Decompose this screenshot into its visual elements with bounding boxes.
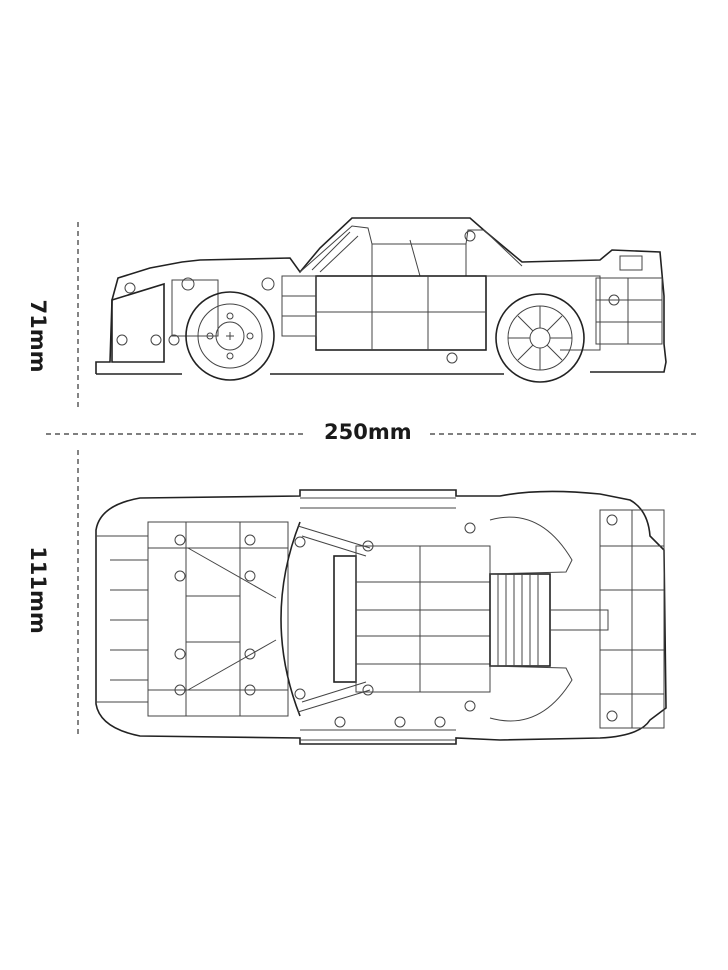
side-front-wheel (185, 291, 275, 381)
length-dimension-label: 250mm (318, 420, 418, 444)
top-rear-spine (550, 609, 609, 631)
width-dimension-label: 111mm (26, 546, 50, 634)
top-cabin (355, 545, 491, 693)
side-tail-light (619, 255, 643, 271)
side-front-block (171, 279, 219, 337)
side-pin (464, 230, 476, 242)
side-pin (181, 277, 195, 291)
side-pin (608, 294, 620, 306)
top-engine-deck (489, 573, 551, 667)
top-a-pillars (297, 525, 371, 713)
side-front-plate (281, 275, 317, 337)
top-rear-grid (600, 510, 664, 728)
top-pins (174, 514, 618, 728)
side-fin-pin (150, 334, 162, 346)
top-rear-fender-left (489, 516, 573, 575)
side-roof-line (299, 225, 523, 273)
height-dimension-label: 71mm (26, 299, 50, 373)
top-engine-vents (497, 574, 539, 666)
side-door-latch (409, 239, 421, 277)
top-cabin-rail (333, 555, 357, 683)
side-fin-pin (124, 282, 136, 294)
side-front-plate-grid (282, 295, 316, 317)
dimension-lines (46, 222, 700, 738)
top-roof-bands (300, 497, 456, 741)
top-front-grid (110, 559, 148, 681)
side-body-outline (95, 217, 667, 374)
side-door-grid (316, 276, 486, 350)
side-rear-arch (486, 275, 601, 351)
top-hood (147, 521, 289, 717)
top-hood-center (185, 595, 241, 643)
top-front-bumper (96, 535, 149, 703)
side-pin (261, 277, 275, 291)
side-front-fin (111, 282, 165, 363)
side-door-panel (315, 275, 487, 351)
side-a-pillar (311, 231, 359, 273)
side-rear-wheel (495, 293, 585, 383)
side-rear-grid (596, 278, 662, 344)
top-cabin-grid (356, 546, 490, 692)
top-rear-fender-right (489, 665, 573, 722)
car-top-view (95, 489, 667, 745)
top-hood-braces (187, 547, 277, 691)
side-pin (168, 334, 180, 346)
side-fin-pin (116, 334, 128, 346)
top-body-outline (95, 489, 667, 745)
top-hood-grid (148, 522, 288, 716)
side-pin (446, 352, 458, 364)
top-windshield (280, 521, 301, 717)
car-side-view (95, 217, 667, 383)
side-rear-block (595, 277, 663, 345)
side-pillar-lines (371, 244, 467, 276)
